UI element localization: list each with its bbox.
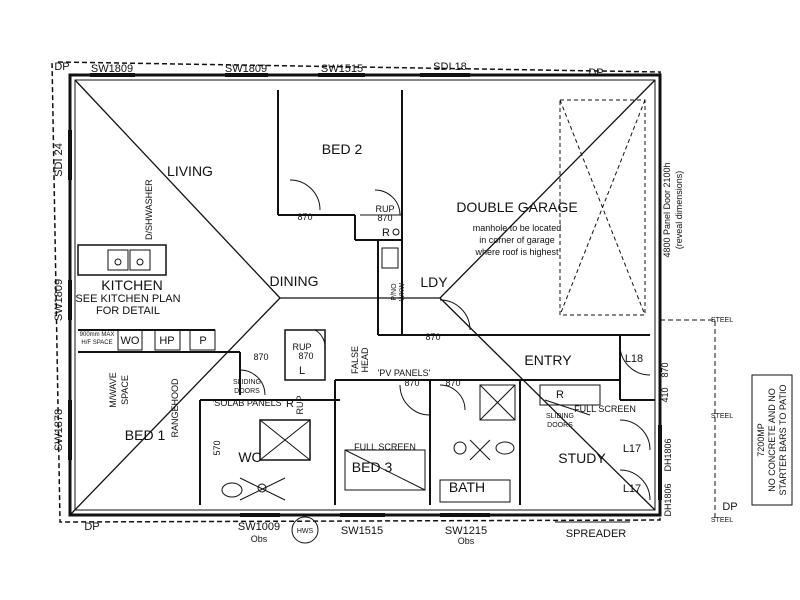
room-kitchen: KITCHEN: [101, 277, 162, 293]
dim-410: 410: [660, 387, 670, 402]
svg-text:7200MP: 7200MP: [756, 423, 766, 457]
false-head-2: HEAD: [360, 347, 370, 373]
rup-label-2: RUP: [292, 342, 311, 352]
sliding-doors-1a: SLIDING: [233, 379, 261, 386]
room-bed2: BED 2: [322, 141, 363, 157]
svg-text:STARTER BARS TO PATIO: STARTER BARS TO PATIO: [778, 384, 788, 495]
mwave-label-2: SPACE: [120, 375, 130, 405]
mwave-label-1: M/WAVE: [108, 372, 118, 408]
r-bed2: R: [382, 227, 390, 239]
dim-870-bed2: 870: [297, 212, 312, 222]
dim-870-rup2: 870: [298, 351, 313, 361]
sliding-doors-1b: DOORS: [234, 388, 260, 395]
pantry-note-2: WKW: [399, 283, 406, 301]
downpipe-br: DP: [722, 501, 737, 513]
dim-870-bed3: 870: [404, 378, 419, 388]
kitchen-plan-note-2: FOR DETAIL: [96, 305, 160, 317]
svg-text:NO CONCRETE AND NO: NO CONCRETE AND NO: [767, 388, 777, 492]
downpipe-bl: DP: [84, 521, 99, 533]
room-study: STUDY: [558, 450, 606, 466]
window-sw1515-top: SW1515: [321, 63, 363, 75]
dim-870-right: 870: [660, 362, 670, 377]
downpipe-tr: DP: [588, 67, 603, 79]
pv-panels-note: 'PV PANELS': [378, 368, 431, 378]
r-study: R: [556, 389, 564, 401]
window-sw1878: SW1878: [53, 409, 65, 451]
dim-870-dining: 870: [253, 352, 268, 362]
steel-1: STEEL: [711, 317, 733, 324]
fridge-space-2: H/F SPACE: [81, 340, 112, 346]
light-l17-b: L17: [623, 483, 641, 495]
room-living: LIVING: [167, 163, 213, 179]
solab-panels-note: 'SOLAB PANELS': [213, 398, 284, 408]
light-l18: L18: [625, 353, 643, 365]
hotplate-label: HP: [159, 335, 174, 347]
manhole-note-3: where roof is highest: [474, 247, 559, 257]
room-ldy: LDY: [420, 274, 448, 290]
dim-870-bath: 870: [445, 378, 460, 388]
kitchen-plan-note-1: SEE KITCHEN PLAN: [75, 293, 180, 305]
full-screen-2: FULL SCREEN: [574, 404, 636, 414]
room-entry: ENTRY: [524, 352, 572, 368]
steel-3: STEEL: [711, 517, 733, 524]
spreader-label: SPREADER: [566, 528, 627, 540]
window-obs1: Obs: [251, 534, 268, 544]
roof-outline: [51, 59, 661, 523]
dim-870-rup1: 870: [377, 213, 392, 223]
window-sw1809-b: SW1809: [225, 63, 267, 75]
dim-570: 570: [212, 440, 222, 455]
hws-label: HWS: [297, 528, 314, 535]
garage-door-note-2: (reveal dimensions): [674, 171, 684, 250]
window-sw1009: SW1009: [238, 521, 280, 533]
downpipe-tl: DP: [54, 61, 69, 73]
rangehood-label: RANGEHOOD: [170, 378, 180, 438]
window-sw1515-bottom: SW1515: [341, 525, 383, 537]
room-bed1: BED 1: [125, 427, 166, 443]
r-wc: R: [286, 398, 294, 410]
room-wc: WC: [238, 449, 261, 465]
rup-label-1: RUP: [375, 204, 394, 214]
window-sw1215: SW1215: [445, 525, 487, 537]
manhole-note-2: in corner of garage: [479, 235, 555, 245]
dim-870-ldy: 870: [425, 332, 440, 342]
pantry-note-1: P/NO: [391, 283, 398, 301]
room-bed3: BED 3: [352, 459, 393, 475]
false-head-1: FALSE: [350, 346, 360, 374]
patio-note: 7200MP NO CONCRETE AND NO STARTER BARS T…: [751, 374, 793, 506]
garage-door-note-1: 4800 Panel Door 2100h: [662, 162, 672, 257]
window-sw1809-left: SW1809: [53, 279, 65, 321]
window-sw1809-a: SW1809: [91, 63, 133, 75]
fridge-space-1: 900mm MAX: [80, 332, 115, 338]
wall-oven-label: WO: [121, 335, 140, 347]
l-rup: L: [299, 365, 305, 377]
window-obs2: Obs: [458, 536, 475, 546]
manhole-note-1: manhole to be located: [473, 223, 562, 233]
window-sdi18: SDI 18: [433, 61, 467, 73]
room-double-garage: DOUBLE GARAGE: [456, 199, 577, 215]
room-bath: BATH: [449, 479, 485, 495]
room-dining: DINING: [270, 273, 319, 289]
sliding-doors-2b: DOORS: [547, 422, 573, 429]
rup-bed1: RUP: [295, 395, 305, 414]
window-sdi24: SDI 24: [53, 143, 65, 177]
light-l17-a: L17: [623, 443, 641, 455]
pantry-label: P: [199, 335, 206, 347]
sliding-doors-2a: SLIDING: [546, 413, 574, 420]
window-dh1806-b: DH1806: [663, 483, 673, 516]
full-screen-1: FULL SCREEN: [354, 442, 416, 452]
steel-2: STEEL: [711, 413, 733, 420]
window-dh1806-a: DH1806: [663, 438, 673, 471]
dishwasher-label: D/SHWASHER: [144, 179, 154, 240]
